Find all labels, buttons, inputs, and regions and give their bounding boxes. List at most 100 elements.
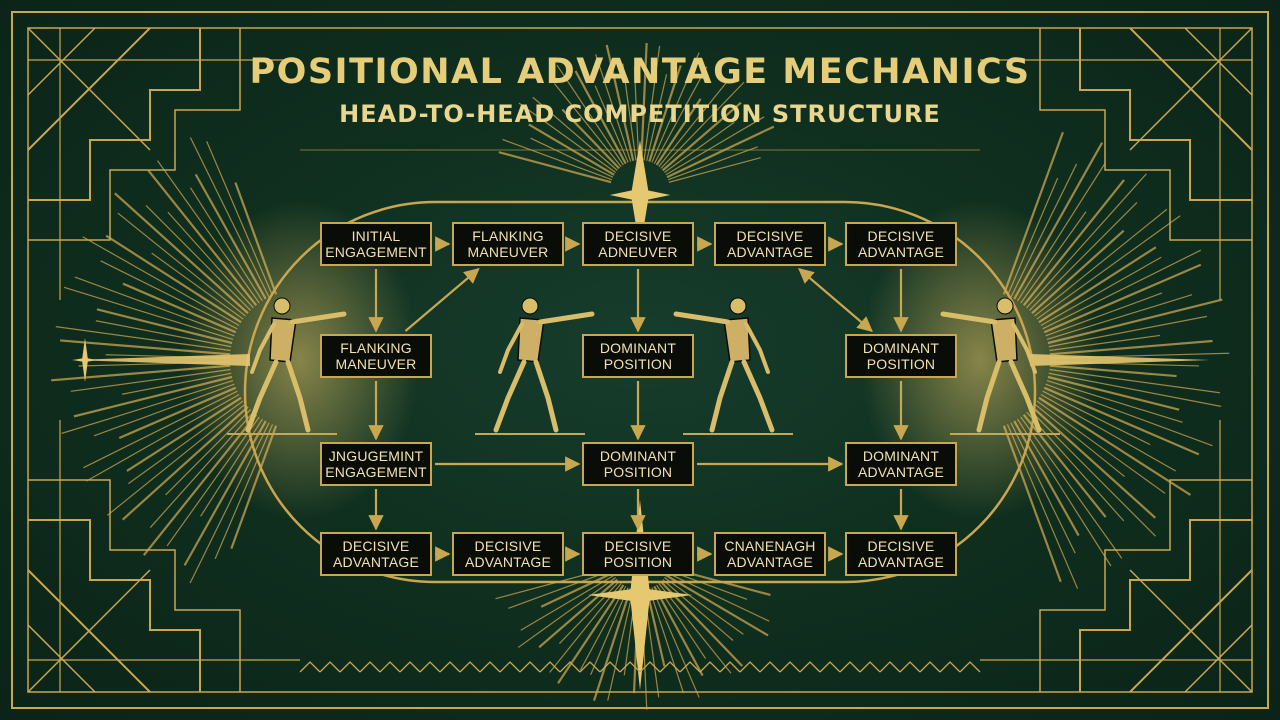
deco-border xyxy=(11,11,1269,709)
corner-lines xyxy=(980,28,1252,300)
figure-arm-front xyxy=(289,311,347,325)
zigzag-bottom xyxy=(419,661,441,673)
glow-left xyxy=(180,200,420,520)
figure-leg-back xyxy=(493,359,527,433)
node-line: ADVANTAGE xyxy=(726,244,814,260)
zigzag-bottom xyxy=(959,661,981,673)
figure-leg-back xyxy=(245,359,279,433)
sun-ray xyxy=(508,569,613,609)
zigzag-bottom xyxy=(399,661,421,673)
sun-ray xyxy=(579,586,627,671)
corner-lines xyxy=(28,420,300,692)
sun-ray xyxy=(502,138,613,181)
zigzag-bottom xyxy=(939,661,961,673)
figure-leg-front xyxy=(285,359,311,433)
figure-arm-back xyxy=(498,322,524,374)
sun-ray xyxy=(607,589,634,701)
zigzag-bottom xyxy=(539,661,561,673)
node-line: DECISIVE xyxy=(604,538,672,554)
zigzag-bottom xyxy=(799,661,821,673)
outer-border xyxy=(11,11,1269,709)
sun-ray xyxy=(651,587,700,698)
corner-steps xyxy=(28,479,241,692)
corner-ornament xyxy=(27,420,300,693)
node-line: DECISIVE xyxy=(474,538,542,554)
glow-right xyxy=(860,200,1100,520)
sun-ray xyxy=(517,577,616,648)
inner-border xyxy=(27,27,1253,693)
sun-ray xyxy=(592,588,632,701)
sun-ray xyxy=(648,65,682,162)
figure-head xyxy=(996,297,1014,315)
zigzag-bottom xyxy=(719,661,741,673)
flow-arrows xyxy=(368,236,909,562)
sun-ray xyxy=(520,574,615,631)
arrow-n4-n8 xyxy=(798,267,873,333)
corner-steps xyxy=(1079,519,1252,692)
node-line: ADVANTAGE xyxy=(332,554,420,570)
sun-ray xyxy=(661,101,742,172)
zigzag-bottom xyxy=(319,661,341,673)
sun-ray xyxy=(665,116,765,176)
node-line: FLANKING xyxy=(340,340,412,356)
competitor-figure xyxy=(673,297,793,435)
zigzag-bottom xyxy=(619,661,641,673)
node-line: DECISIVE xyxy=(867,228,935,244)
sun-ray xyxy=(559,581,620,644)
sun-ray xyxy=(532,96,618,171)
corner-ornament xyxy=(980,420,1253,693)
zigzag-bottom xyxy=(439,661,461,673)
sun-ray xyxy=(530,137,614,178)
zigzag-bottom xyxy=(359,661,381,673)
corner-ornament xyxy=(980,27,1253,300)
sun-ray xyxy=(655,98,702,166)
zigzag-bottom xyxy=(739,661,761,673)
zigzag-bottom xyxy=(639,661,661,673)
sun-ray xyxy=(653,66,708,164)
corner-steps xyxy=(1039,479,1252,692)
sunburst-rays xyxy=(51,42,1230,710)
node-line: MANEUVER xyxy=(335,356,417,372)
node-line: ADVANTAGE xyxy=(857,464,945,480)
sun-ray xyxy=(666,125,775,179)
sun-ray xyxy=(665,574,769,637)
star-horizontal xyxy=(609,188,671,202)
zigzag-bottom xyxy=(679,661,701,673)
figure-arm-front xyxy=(673,311,731,325)
sun-ray xyxy=(556,64,624,166)
sun-ray xyxy=(648,588,685,694)
figure-head xyxy=(521,297,539,315)
sun-ray xyxy=(622,63,637,161)
corner-steps xyxy=(1079,28,1252,201)
figure-leg-front xyxy=(533,359,559,433)
competitor-figure xyxy=(940,297,1060,435)
figure-arm-front xyxy=(940,311,998,325)
diagram-subtitle: HEAD-TO-HEAD COMPETITION STRUCTURE xyxy=(339,100,941,128)
node-line: DECISIVE xyxy=(342,538,410,554)
node-line: DOMINANT xyxy=(599,448,677,464)
sun-ray xyxy=(590,587,629,676)
node-line: CNANENAGH xyxy=(724,538,816,554)
zigzag-bottom xyxy=(599,661,621,673)
figure-arm-back xyxy=(1011,322,1037,374)
zigzag-bottom xyxy=(499,661,521,673)
sun-ray xyxy=(668,157,761,183)
zigzag-bottom xyxy=(899,661,921,673)
zigzag-bottom xyxy=(579,661,601,673)
sun-ray xyxy=(646,74,668,161)
sun-ray xyxy=(595,54,632,162)
corner-diagonal xyxy=(27,569,151,693)
corner-diagonal xyxy=(1129,569,1253,693)
star-horizontal xyxy=(587,588,693,602)
